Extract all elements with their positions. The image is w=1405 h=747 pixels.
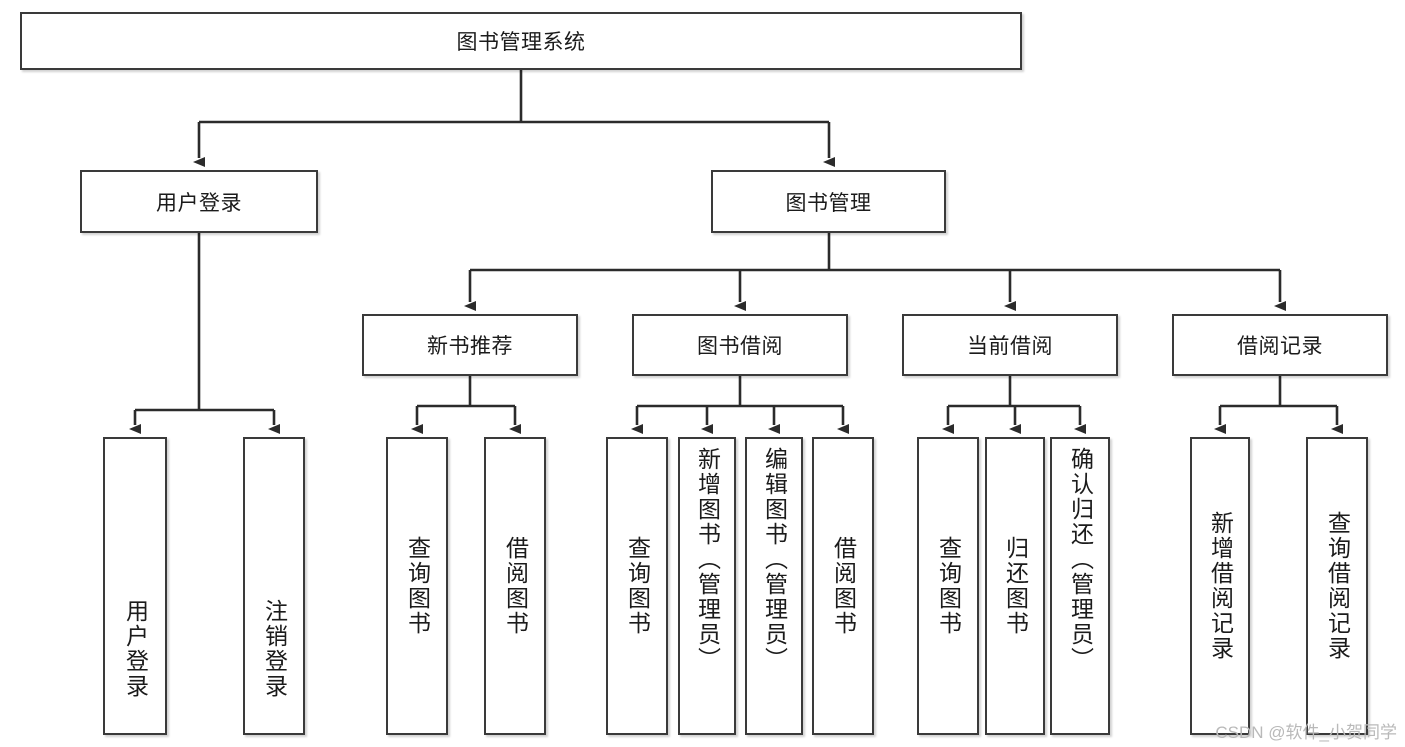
node-leaf-query-record-label: 查询借阅记录: [1324, 511, 1351, 661]
node-leaf-user-logout-label: 注销登录: [261, 599, 288, 699]
node-root-label: 图书管理系统: [456, 31, 586, 54]
node-current-borrow[interactable]: 当前借阅: [902, 314, 1118, 376]
node-leaf-borrow-book-2[interactable]: 借阅图书: [812, 437, 874, 735]
node-borrow-record[interactable]: 借阅记录: [1172, 314, 1388, 376]
node-leaf-query-record[interactable]: 查询借阅记录: [1306, 437, 1368, 735]
node-user-login[interactable]: 用户登录: [80, 170, 318, 233]
node-book-borrow-label: 图书借阅: [697, 335, 783, 358]
node-leaf-query-book-2-label: 查询图书: [624, 536, 651, 636]
node-leaf-edit-book[interactable]: 编辑图书（管理员）: [745, 437, 803, 735]
node-leaf-edit-book-label: 编辑图书（管理员）: [761, 447, 788, 672]
node-leaf-query-book-3[interactable]: 查询图书: [917, 437, 979, 735]
node-leaf-borrow-book-2-label: 借阅图书: [830, 536, 857, 636]
node-leaf-add-record[interactable]: 新增借阅记录: [1190, 437, 1250, 735]
node-leaf-add-book-label: 新增图书（管理员）: [694, 447, 721, 672]
node-leaf-add-book[interactable]: 新增图书（管理员）: [678, 437, 736, 735]
node-current-borrow-label: 当前借阅: [967, 335, 1053, 358]
node-borrow-record-label: 借阅记录: [1237, 335, 1323, 358]
node-book-manage-label: 图书管理: [785, 191, 872, 215]
node-root[interactable]: 图书管理系统: [20, 12, 1022, 70]
node-leaf-return-book[interactable]: 归还图书: [985, 437, 1045, 735]
node-leaf-confirm-return[interactable]: 确认归还（管理员）: [1050, 437, 1110, 735]
node-leaf-query-book-1[interactable]: 查询图书: [386, 437, 448, 735]
node-leaf-return-book-label: 归还图书: [1002, 536, 1029, 636]
node-leaf-user-logout[interactable]: 注销登录: [243, 437, 305, 735]
node-new-book-recommend[interactable]: 新书推荐: [362, 314, 578, 376]
node-leaf-user-login[interactable]: 用户登录: [103, 437, 167, 735]
node-leaf-borrow-book-1-label: 借阅图书: [502, 536, 529, 636]
node-new-book-recommend-label: 新书推荐: [427, 335, 513, 358]
node-book-borrow[interactable]: 图书借阅: [632, 314, 848, 376]
node-leaf-confirm-return-label: 确认归还（管理员）: [1067, 447, 1094, 672]
node-leaf-query-book-2[interactable]: 查询图书: [606, 437, 668, 735]
node-leaf-query-book-1-label: 查询图书: [404, 536, 431, 636]
node-leaf-add-record-label: 新增借阅记录: [1207, 511, 1234, 661]
node-user-login-label: 用户登录: [156, 191, 242, 215]
node-leaf-query-book-3-label: 查询图书: [935, 536, 962, 636]
node-leaf-user-login-label: 用户登录: [122, 599, 149, 699]
node-leaf-borrow-book-1[interactable]: 借阅图书: [484, 437, 546, 735]
node-book-manage[interactable]: 图书管理: [711, 170, 946, 233]
